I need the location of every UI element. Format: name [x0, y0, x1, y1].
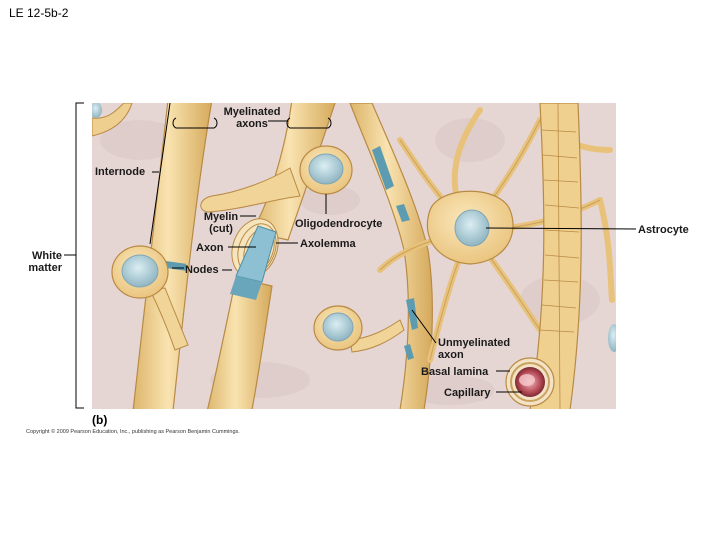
copyright-notice: Copyright © 2009 Pearson Education, Inc.… — [26, 429, 240, 435]
thin-fiber — [92, 103, 133, 137]
oligodendrocyte-cell-middle — [313, 305, 405, 353]
label-astrocyte: Astrocyte — [638, 224, 689, 236]
label-myelin-line1: Myelin — [203, 211, 239, 223]
label-myelin-cut: Myelin (cut) — [198, 211, 244, 235]
partial-nucleus-right — [608, 324, 616, 352]
slide-title: LE 12-5b-2 — [9, 6, 69, 20]
panel-letter: (b) — [92, 413, 108, 427]
leader-lines — [64, 102, 637, 409]
label-basal-lamina: Basal lamina — [421, 366, 489, 378]
label-unmyelinated-axon: Unmyelinated axon — [438, 337, 510, 361]
label-myelinated-axons-line2: axons — [236, 118, 268, 130]
label-white-matter-line2: matter — [28, 262, 62, 274]
label-axolemma: Axolemma — [300, 238, 356, 250]
label-nodes: Nodes — [185, 264, 219, 276]
label-white-matter: White matter — [18, 250, 62, 274]
unmyelinated-axon-bundle — [349, 103, 433, 409]
label-oligodendrocyte: Oligodendrocyte — [295, 218, 383, 230]
label-internode: Internode — [95, 166, 146, 178]
astrocyte-cell — [426, 190, 514, 265]
label-unmyelinated-axon-line2: axon — [438, 349, 464, 361]
oligodendrocyte-cell-lower — [111, 245, 189, 351]
oligodendrocyte-cell — [200, 145, 353, 213]
label-unmyelinated-axon-line1: Unmyelinated — [438, 337, 511, 349]
capillary-vessel — [529, 103, 582, 409]
label-myelinated-axons-line1: Myelinated — [223, 106, 281, 118]
partial-nucleus — [92, 103, 102, 118]
myelinated-axon-middle — [207, 103, 336, 409]
label-capillary: Capillary — [444, 387, 491, 399]
label-axon: Axon — [196, 242, 224, 254]
label-myelinated-axons: Myelinated axons — [218, 106, 286, 130]
capillary-cross-section — [505, 357, 555, 407]
label-myelin-line2: (cut) — [209, 223, 233, 235]
label-white-matter-line1: White — [32, 250, 62, 262]
